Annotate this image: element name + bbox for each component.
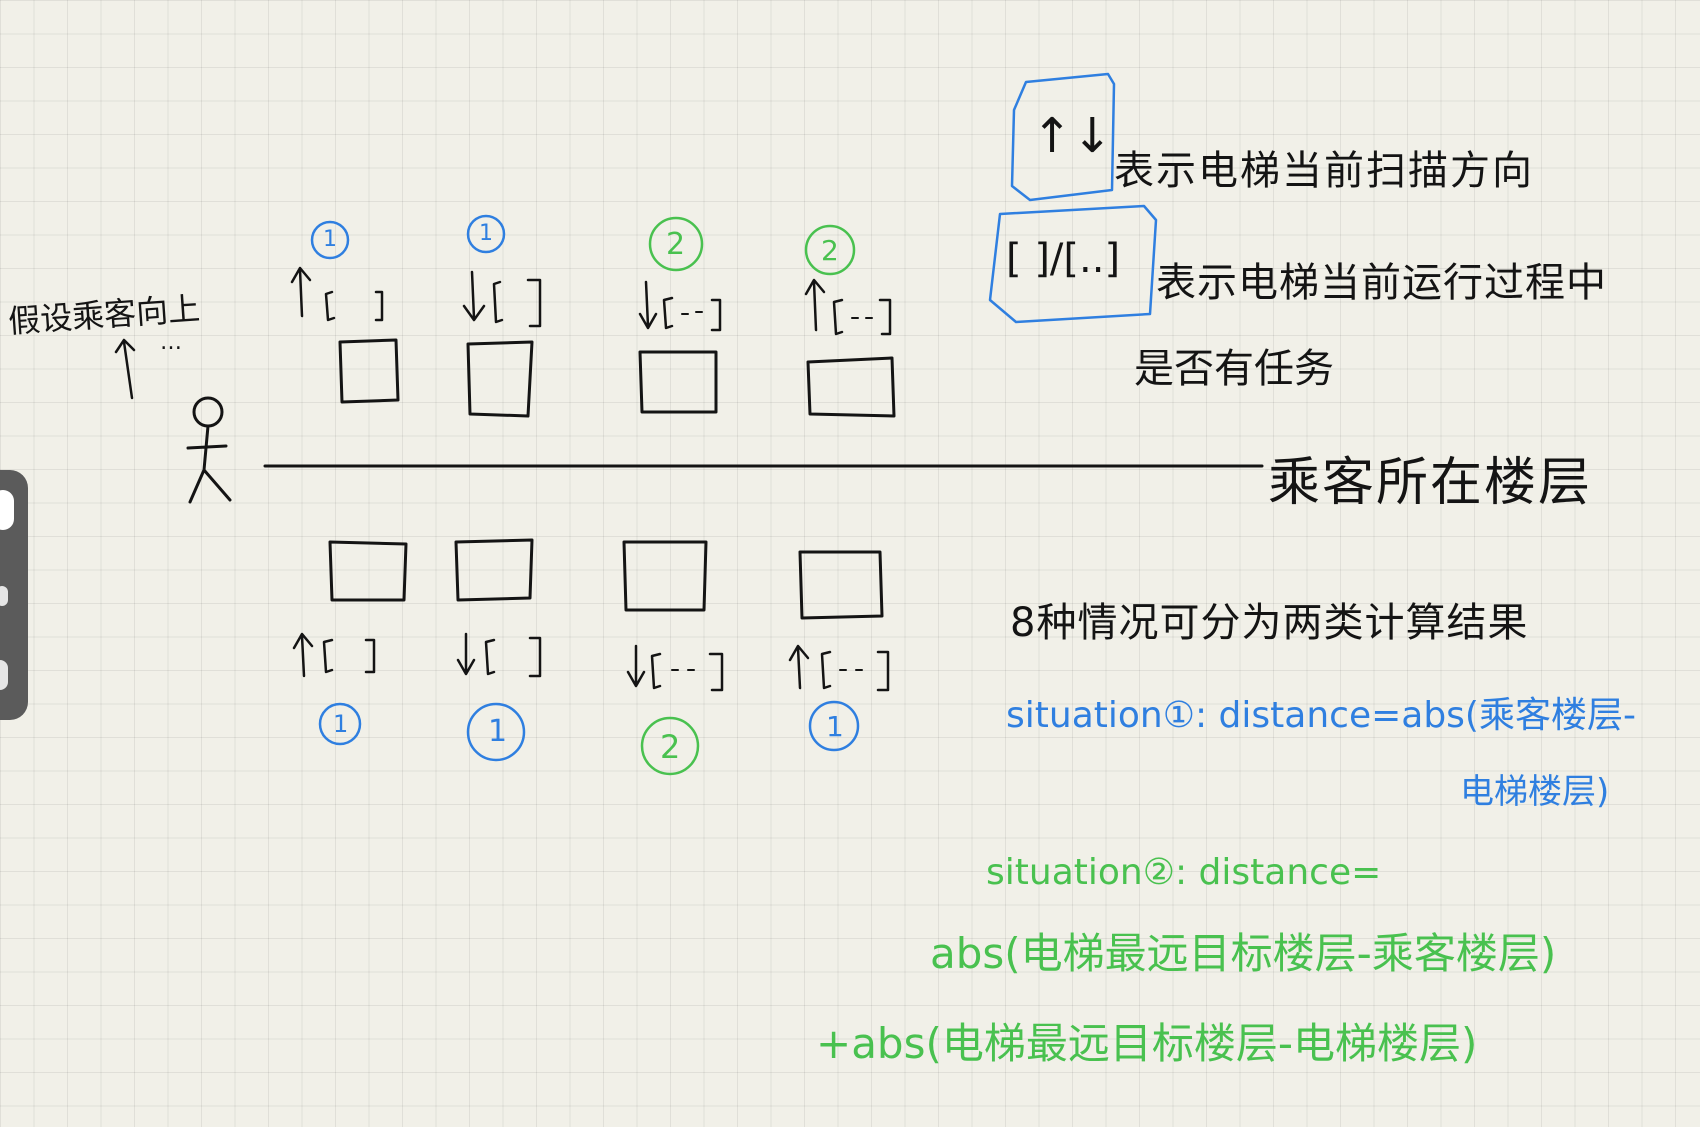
bracket-top-2 — [492, 278, 542, 328]
bracket-top-3 — [662, 296, 722, 332]
arrow-up-bottom-4 — [788, 644, 810, 690]
summary-text: 8种情况可分为两类计算结果 — [1010, 600, 1529, 646]
task-description-line2: 是否有任务 — [1134, 346, 1334, 392]
elevator-box-bottom-1 — [328, 540, 408, 602]
case-circle-bottom-1 — [318, 702, 362, 746]
case-circle-top-2 — [466, 214, 506, 254]
elevator-box-bottom-2 — [454, 538, 534, 602]
elevator-box-bottom-3 — [622, 540, 708, 612]
situation2-line2: abs(电梯最远目标楼层-乘客楼层) — [930, 929, 1557, 978]
case-label-top-1: 1 — [323, 227, 337, 252]
bracket-bottom-2 — [484, 636, 542, 678]
floor-label: 乘客所在楼层 — [1268, 453, 1593, 513]
passenger-figure — [186, 396, 232, 504]
arrow-up-top-4 — [804, 278, 826, 332]
case-circle-bottom-4 — [808, 700, 860, 752]
situation1-line1: situation①: distance=abs(乘客楼层- — [1006, 695, 1636, 736]
toolbar-button[interactable] — [0, 586, 8, 606]
arrow-down-top-2 — [462, 270, 486, 322]
case-circle-top-1 — [310, 220, 350, 260]
bracket-bottom-1 — [322, 638, 376, 674]
situation1-line2: 电梯楼层) — [1460, 772, 1610, 812]
case-circle-bottom-3 — [640, 716, 700, 776]
arrow-down-top-3 — [638, 280, 658, 330]
bracket-bottom-3 — [650, 652, 724, 692]
case-circle-top-3 — [648, 216, 704, 272]
case-label-top-4: 2 — [821, 234, 839, 267]
legend-highlight-task — [988, 204, 1158, 324]
arrow-up-top-1 — [290, 266, 312, 318]
side-toolbar[interactable] — [0, 470, 28, 720]
task-symbol: [ ]/[..] — [1006, 236, 1121, 282]
situation2-line1: situation②: distance= — [986, 852, 1382, 893]
direction-description: 表示电梯当前扫描方向 — [1114, 148, 1534, 194]
task-description-line1: 表示电梯当前运行过程中 — [1156, 260, 1607, 306]
elevator-box-top-3 — [638, 350, 718, 414]
case-label-bottom-4: 1 — [826, 710, 844, 743]
toolbar-button-lower[interactable] — [0, 660, 8, 690]
case-circle-top-4 — [804, 224, 856, 276]
case-circle-bottom-2 — [466, 702, 526, 762]
toolbar-handle[interactable] — [0, 490, 14, 530]
bracket-bottom-4 — [820, 650, 890, 692]
direction-symbol: ↑↓ — [1032, 108, 1113, 164]
arrow-up-bottom-1 — [292, 632, 314, 678]
case-label-bottom-2: 1 — [488, 714, 508, 749]
elevator-box-top-1 — [338, 338, 400, 404]
ellipsis-mark: … — [160, 330, 182, 355]
arrow-down-bottom-3 — [626, 644, 646, 688]
legend-highlight-direction — [1010, 72, 1116, 202]
case-label-bottom-3: 2 — [660, 728, 681, 766]
arrow-down-bottom-2 — [456, 632, 476, 676]
situation2-line3: +abs(电梯最远目标楼层-电梯楼层) — [816, 1019, 1478, 1068]
up-arrow-mark — [114, 338, 136, 400]
case-label-top-3: 2 — [666, 227, 686, 262]
bracket-top-4 — [832, 298, 892, 336]
elevator-box-top-4 — [806, 356, 896, 418]
elevator-box-top-2 — [466, 340, 534, 418]
bracket-top-1 — [324, 290, 384, 322]
case-label-top-2: 1 — [479, 221, 493, 246]
elevator-box-bottom-4 — [798, 550, 884, 620]
case-label-bottom-1: 1 — [333, 710, 349, 738]
